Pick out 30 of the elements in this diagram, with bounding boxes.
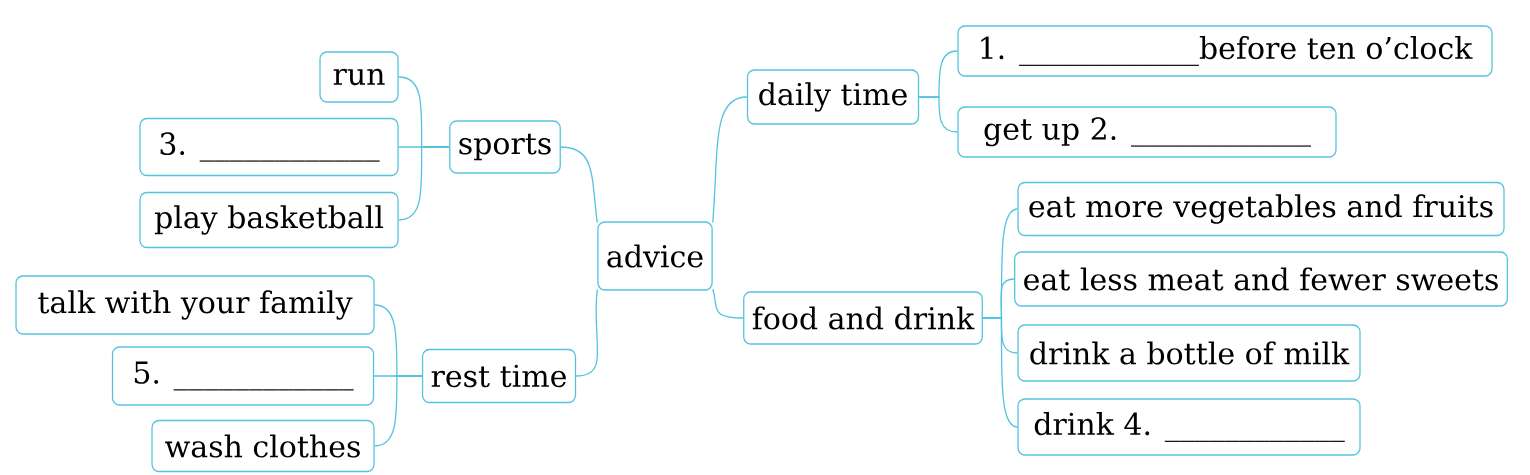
leaf-box: 1. ____________before ten o’clock: [957, 25, 1493, 77]
leaf-box: wash clothes: [151, 419, 375, 473]
leaf-box: play basketball: [139, 191, 399, 249]
fill-in-line: ____________: [1018, 64, 1199, 66]
connector-line: [712, 96, 748, 224]
branch-box: sports: [449, 120, 561, 174]
leaf-box: talk with your family: [15, 275, 375, 335]
connector-line: [712, 288, 744, 319]
connector-line: [982, 317, 1018, 428]
connector-line: [918, 96, 958, 133]
connector-line: [374, 375, 423, 447]
fill-in-line: ____________: [1131, 145, 1311, 147]
branch-box: food and drink: [743, 291, 983, 345]
central-box: advice: [597, 221, 713, 291]
branch-box: daily time: [746, 69, 920, 125]
leaf-box: 5. ____________: [111, 346, 375, 406]
connector-line: [398, 146, 450, 221]
leaf-box: run: [319, 51, 399, 103]
fill-in-line: ____________: [173, 389, 354, 391]
branch-box: rest time: [421, 348, 577, 404]
connector-line: [575, 288, 599, 377]
leaf-box: drink a bottle of milk: [1017, 324, 1361, 382]
leaf-box: drink 4. ____________: [1017, 398, 1361, 456]
leaf-box: get up 2. ____________: [957, 106, 1337, 158]
leaf-box: eat more vegetables and fruits: [1017, 181, 1505, 237]
connector-line: [560, 146, 598, 224]
fill-in-line: ____________: [1164, 440, 1345, 442]
fill-in-line: ____________: [199, 160, 380, 162]
leaf-box: eat less meat and fewer sweets: [1014, 251, 1509, 307]
leaf-box: 3. ____________: [139, 117, 399, 177]
